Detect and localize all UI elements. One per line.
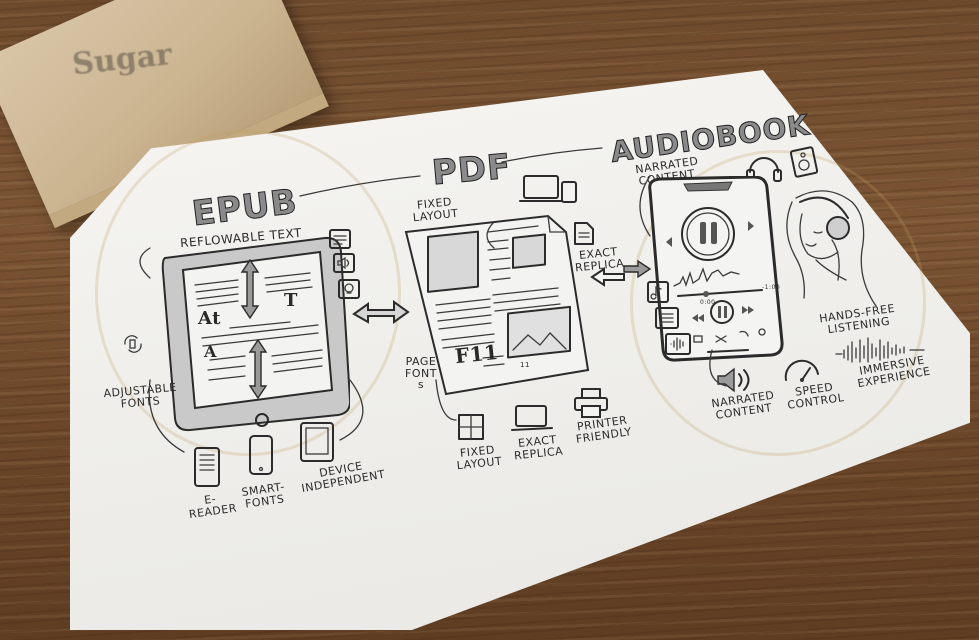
double-arrow-icon [352, 300, 410, 324]
speaker-icon [333, 253, 355, 273]
laptop-tablet-icon [519, 175, 577, 203]
woman-listening-illustration [786, 190, 877, 307]
right-arrow-icon [623, 259, 652, 279]
speed-gauge-icon [784, 359, 819, 382]
e-reader-icon [194, 447, 220, 487]
pdf-page-illustration [404, 214, 590, 396]
player-elapsed-time: 0:00 [700, 299, 716, 306]
player-remaining-time: -1:00 [762, 284, 781, 291]
text-settings-icon [329, 229, 351, 249]
rotate-device-icon [124, 335, 142, 353]
document-icon [574, 222, 594, 245]
epub-glyph-a: A [204, 342, 217, 361]
music-note-icon [647, 281, 669, 303]
speaker-box-icon [790, 146, 818, 178]
epub-glyph-at: At [198, 308, 221, 329]
smartphone-icon [249, 435, 273, 475]
playlist-icon [655, 307, 679, 329]
waveform-icon [665, 333, 691, 355]
layout-grid-icon [458, 414, 484, 440]
laptop-icon [511, 405, 553, 431]
narrated-speaker-icon [717, 367, 750, 393]
tablet-icon [300, 422, 334, 462]
sound-wave-icon [835, 337, 925, 363]
printer-icon [574, 388, 608, 418]
coffee-stain [630, 150, 926, 456]
pdf-page-number: 11 [520, 361, 530, 369]
smartphone-player-illustration [648, 176, 784, 362]
coffee-stain [95, 130, 401, 456]
left-arrow-icon [590, 267, 625, 287]
lightbulb-icon [338, 279, 360, 299]
epub-glyph-t: T [284, 290, 298, 311]
pdf-page-fonts-label: PAGE FONT s [405, 355, 437, 392]
epub-tablet-illustration [161, 236, 350, 432]
